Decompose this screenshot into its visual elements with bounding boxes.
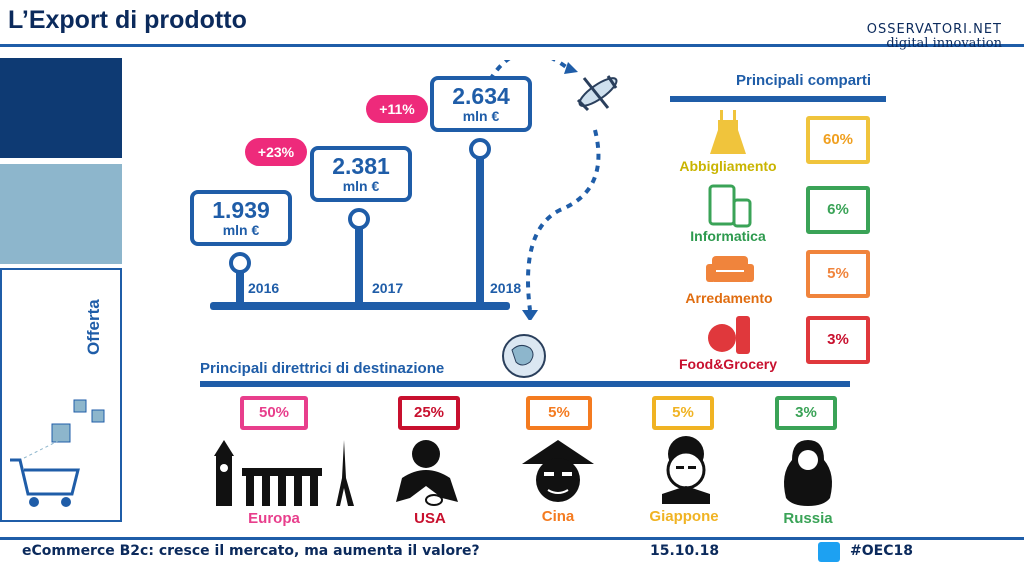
destinations-heading: Principali direttrici di destinazione: [200, 360, 445, 377]
country-giappone: Giappone: [649, 508, 719, 525]
footer-date: 15.10.18: [650, 543, 720, 559]
destinations-divider: [200, 381, 850, 387]
footer-text: eCommerce B2c: cresce il mercato, ma aum…: [22, 543, 480, 559]
country-usa: USA: [414, 510, 446, 527]
sidebar-panel-offerta: [0, 268, 122, 522]
sector-pct-arredamento: 5%: [806, 250, 870, 298]
globe-icon: [502, 334, 546, 378]
sector-pct-food-grocery: 3%: [806, 316, 870, 364]
airplane-icon: [576, 75, 618, 112]
dress-icon: [710, 110, 746, 154]
export-box-2017: 2.381 mln €: [310, 146, 412, 202]
logo-name: OSSERVATORI.NET: [866, 22, 1002, 37]
sectors-divider: [670, 96, 886, 102]
shopping-cart-icon: [10, 399, 105, 507]
sector-arredamento: Arredamento: [685, 290, 773, 306]
country-europa: Europa: [248, 510, 300, 527]
timeline-graphic: [210, 60, 601, 320]
europe-landmarks-icon: [214, 440, 354, 506]
dest-pct-giappone: 5%: [652, 396, 714, 430]
export-box-2016: 1.939 mln €: [190, 190, 292, 246]
dest-pct-russia: 3%: [775, 396, 837, 430]
matryoshka-icon: [784, 440, 832, 506]
sidebar-block-dark: [0, 58, 122, 158]
sofa-icon: [706, 256, 754, 282]
dest-pct-cina: 5%: [526, 396, 592, 430]
food-icon: [708, 316, 750, 354]
football-player-icon: [396, 440, 458, 506]
chinese-face-icon: [522, 440, 594, 502]
devices-icon: [708, 184, 752, 228]
sector-informatica: Informatica: [690, 228, 766, 244]
sector-pct-abbigliamento: 60%: [806, 116, 870, 164]
sidebar-block-light: [0, 164, 122, 264]
geisha-icon: [662, 436, 710, 504]
footer-divider: [0, 537, 1024, 540]
sector-pct-informatica: 6%: [806, 186, 870, 234]
export-box-2018: 2.634 mln €: [430, 76, 532, 132]
country-cina: Cina: [541, 508, 575, 525]
dest-pct-europa: 50%: [240, 396, 308, 430]
growth-badge-2018: +11%: [366, 95, 428, 123]
logo-tagline: digital innovation: [886, 36, 1002, 51]
year-label-2017: 2017: [372, 280, 404, 296]
year-label-2016: 2016: [248, 280, 280, 296]
sectors-heading: Principali comparti: [736, 72, 872, 89]
sector-food-grocery: Food&Grocery: [678, 356, 777, 372]
footer-hashtag: #OEC18: [850, 543, 913, 559]
sector-abbigliamento: Abbigliamento: [679, 158, 777, 174]
year-label-2018: 2018: [490, 280, 522, 296]
title-divider: [0, 44, 1024, 47]
twitter-icon: [818, 542, 840, 562]
page-title: L’Export di prodotto: [8, 6, 247, 34]
growth-badge-2017: +23%: [245, 138, 307, 166]
dest-pct-usa: 25%: [398, 396, 460, 430]
sidebar-label: Offerta: [84, 299, 103, 355]
country-russia: Russia: [783, 510, 833, 527]
